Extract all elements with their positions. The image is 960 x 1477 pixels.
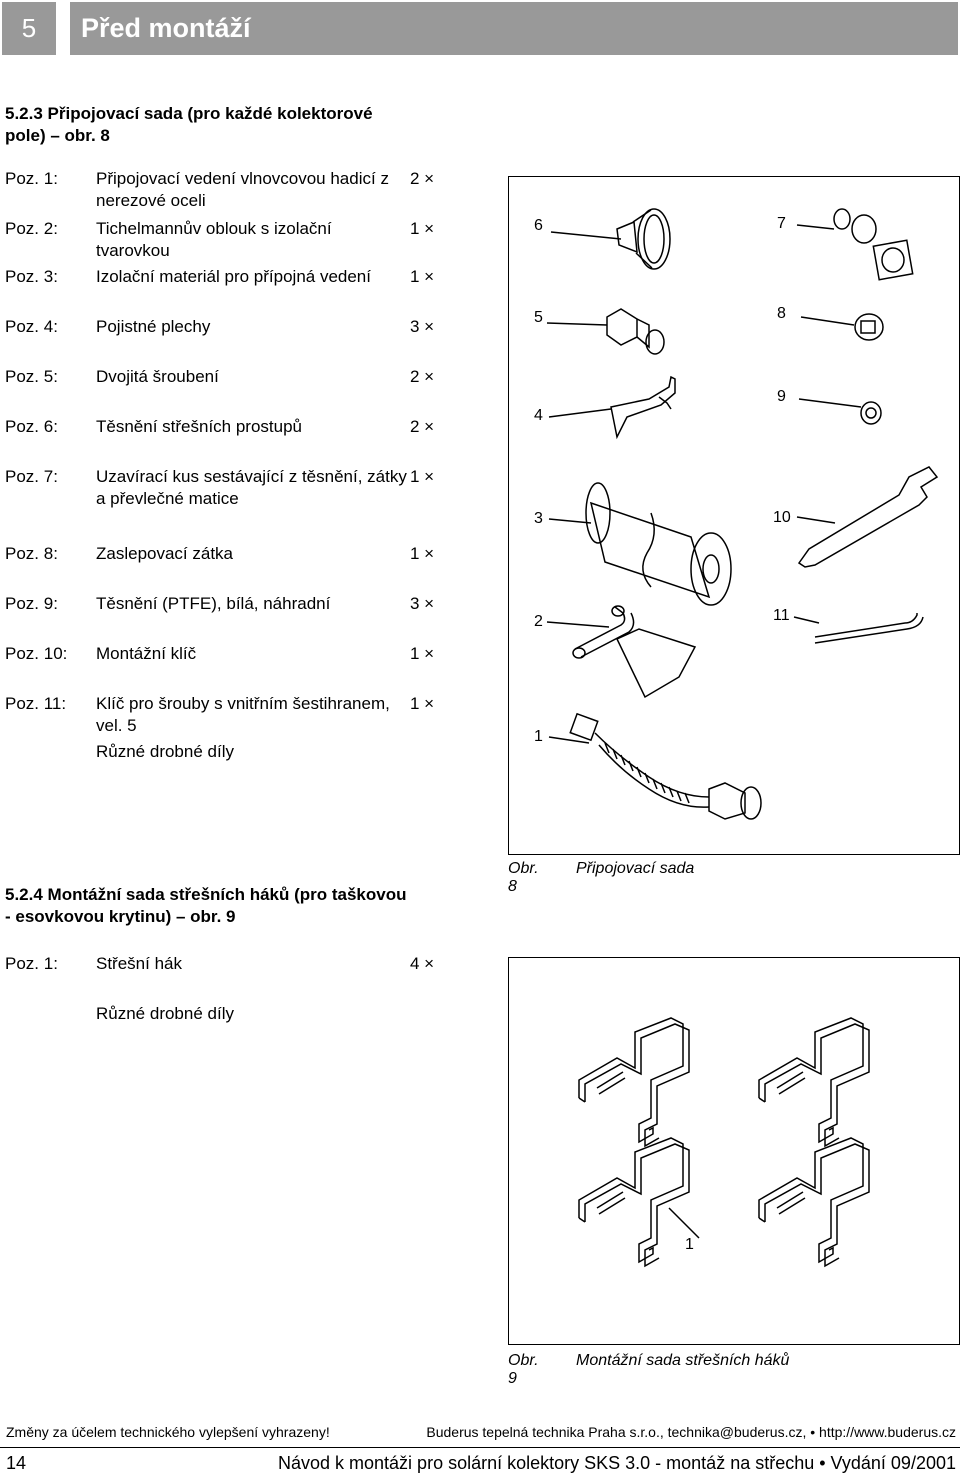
roof-hooks-drawing [578, 1017, 870, 1267]
item-qty: 2 × [410, 367, 435, 386]
item-qty: 2 × [410, 169, 435, 188]
item-pos: Poz. 3: [5, 267, 58, 286]
callout-line [668, 1207, 700, 1239]
closing-piece-drawing [796, 208, 914, 281]
roof-hook-3 [578, 1137, 690, 1267]
item-qty: 3 × [410, 594, 435, 613]
item-desc: Střešní hák [96, 954, 182, 973]
callout-11: 11 [773, 607, 790, 624]
double-screw-joint-drawing [546, 308, 665, 355]
section-heading-line2: pole) – obr. 8 [5, 126, 110, 145]
callout-9: 9 [777, 388, 786, 405]
item-pos: Poz. 8: [5, 544, 58, 563]
callout-3: 3 [534, 510, 543, 527]
roof-seal-drawing [550, 208, 671, 270]
item-qty: 1 × [410, 694, 435, 713]
item-desc: Izolační materiál pro přípojná vedení [96, 267, 371, 286]
tichelmann-bend-drawing [546, 605, 697, 699]
item-qty: 1 × [410, 267, 435, 286]
blind-plug-drawing [800, 313, 884, 341]
caption-text: Montážní sada střešních háků [576, 1352, 790, 1369]
document-title: Návod k montáži pro solární kolektory SK… [278, 1453, 956, 1473]
item-qty: 1 × [410, 544, 435, 563]
item-pos: Poz. 4: [5, 317, 58, 336]
caption-label: Obr. 9 [508, 1352, 539, 1387]
callout-1: 1 [685, 1236, 694, 1253]
item-pos: Poz. 7: [5, 467, 58, 486]
roof-hook-4 [758, 1137, 870, 1267]
item-desc: Tichelmannův oblouk s izolační tvarovkou [96, 219, 332, 260]
chapter-number: 5 [2, 2, 56, 55]
item-qty: 1 × [410, 467, 435, 486]
item-qty: 1 × [410, 644, 435, 663]
footer-right-note: Buderus tepelná technika Praha s.r.o., t… [426, 1424, 956, 1440]
footer-divider [0, 1447, 960, 1448]
misc-parts: Různé drobné díly [96, 742, 234, 761]
item-pos: Poz. 10: [5, 644, 68, 663]
item-pos: Poz. 1: [5, 954, 58, 973]
callout-8: 8 [777, 305, 786, 322]
figure-9: 1 [508, 957, 960, 1345]
item-pos: Poz. 2: [5, 219, 58, 238]
item-desc: Klíč pro šrouby s vnitřním šestihranem, … [96, 694, 390, 735]
section-heading-line1: 5.2.3 Připojovací sada (pro každé kolekt… [5, 104, 373, 123]
item-desc: Montážní klíč [96, 644, 197, 663]
callout-7: 7 [777, 215, 786, 232]
callout-1: 1 [534, 728, 543, 745]
callout-4: 4 [534, 407, 543, 424]
callout-2: 2 [534, 613, 543, 630]
item-desc: Připojovací vedení vlnovcovou hadicí z n… [96, 169, 389, 210]
callout-6: 6 [534, 217, 543, 234]
item-pos: Poz. 9: [5, 594, 58, 613]
callout-5: 5 [534, 309, 543, 326]
callout-10: 10 [773, 509, 791, 526]
item-desc: Těsnění střešních prostupů [96, 417, 303, 436]
parts-drawing [546, 208, 939, 820]
section-heading: 5.2.4 Montážní sada střešních háků (pro … [5, 884, 407, 928]
item-qty: 1 × [410, 219, 435, 238]
item-desc: Uzavírací kus sestávající z těsnění, zát… [96, 467, 407, 508]
section-heading-line1: 5.2.4 Montážní sada střešních háků (pro … [5, 885, 407, 904]
item-pos: Poz. 1: [5, 169, 58, 188]
item-desc: Těsnění (PTFE), bílá, náhradní [96, 594, 331, 613]
figure-8: 6 7 5 8 4 9 3 10 2 11 1 [508, 176, 960, 855]
locking-plate-drawing [548, 375, 676, 440]
corrugated-hose-drawing [548, 712, 762, 820]
item-desc: Zaslepovací zátka [96, 544, 234, 563]
page-number: 14 [6, 1453, 27, 1473]
caption-text: Připojovací sada [576, 860, 695, 877]
item-qty: 3 × [410, 317, 435, 336]
roof-hook-1 [578, 1017, 690, 1147]
item-pos: Poz. 5: [5, 367, 58, 386]
section-heading-line2: - esovkovou krytinu) – obr. 9 [5, 907, 236, 926]
chapter-title: Před montáží [70, 2, 958, 55]
item-pos: Poz. 6: [5, 417, 58, 436]
hex-key-drawing [793, 613, 924, 644]
caption-label: Obr. 8 [508, 860, 539, 895]
item-desc: Pojistné plechy [96, 317, 211, 336]
section-heading: 5.2.3 Připojovací sada (pro každé kolekt… [5, 103, 373, 147]
footer-left-note: Změny za účelem technického vylepšení vy… [6, 1424, 330, 1440]
mounting-wrench-drawing [796, 466, 939, 568]
misc-parts: Různé drobné díly [96, 1004, 234, 1023]
insulation-drawing [548, 482, 732, 606]
ptfe-seal-drawing [798, 398, 882, 425]
item-qty: 4 × [410, 954, 435, 973]
item-pos: Poz. 11: [5, 694, 67, 713]
item-qty: 2 × [410, 417, 435, 436]
item-desc: Dvojitá šroubení [96, 367, 219, 386]
roof-hook-2 [758, 1017, 870, 1147]
